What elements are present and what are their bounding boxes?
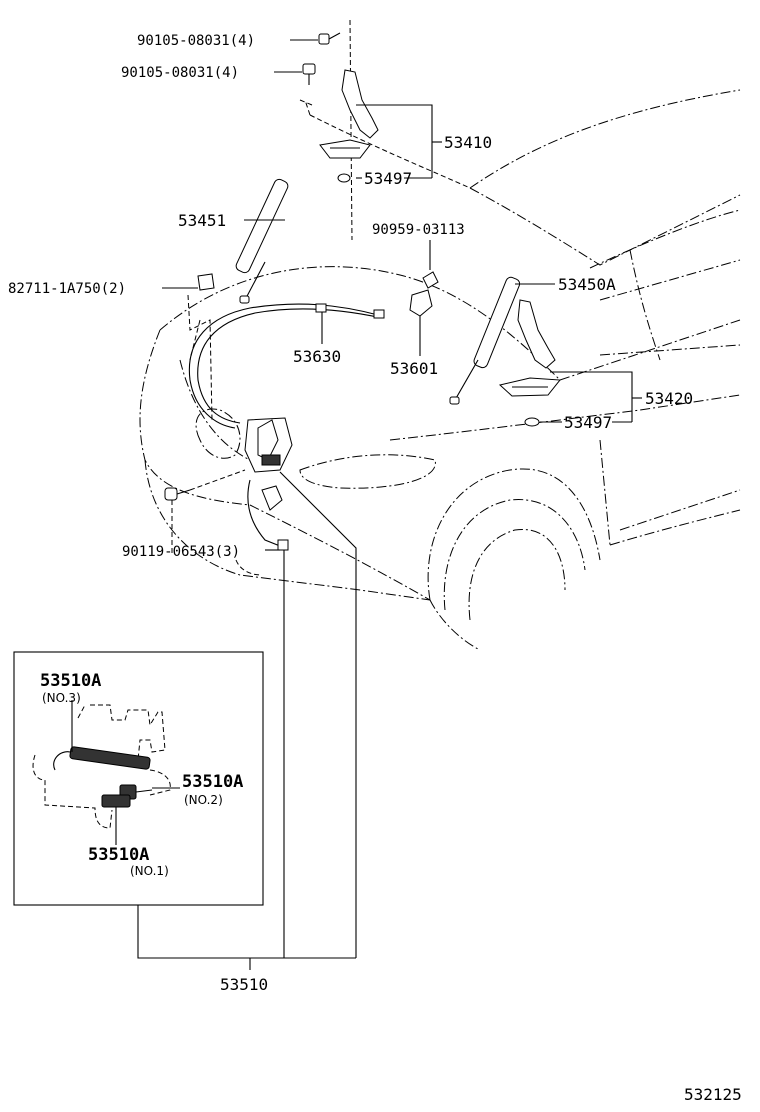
label-inset-no1: 53510A xyxy=(88,845,149,865)
label-inset-no1-sub: (NO.1) xyxy=(130,864,169,878)
cushion-right-part xyxy=(524,417,540,427)
hood-lock-part xyxy=(244,417,293,551)
car-body-outline xyxy=(139,19,741,651)
label-hinge-left: 53410 xyxy=(444,133,492,152)
inset-cable-no1 xyxy=(101,794,131,808)
label-screw: 90119-06543(3) xyxy=(122,544,240,560)
screw-part xyxy=(164,487,191,501)
bracket-part xyxy=(409,289,433,317)
bolt-upper-part xyxy=(318,32,341,45)
clamp-part xyxy=(197,273,215,291)
label-cushion-right: 53497 xyxy=(564,413,612,432)
bolt-lower-part xyxy=(302,63,316,85)
label-bolt-upper: 90105-08031(4) xyxy=(137,33,255,49)
parts xyxy=(164,32,561,576)
label-inset-no2-sub: (NO.2) xyxy=(184,793,223,807)
label-clip-top: 90959-03113 xyxy=(372,222,465,238)
label-inset-no2: 53510A xyxy=(182,772,243,792)
cable-clip-part xyxy=(315,303,327,313)
support-left-part xyxy=(235,178,289,304)
label-bolt-lower: 90105-08031(4) xyxy=(121,65,239,81)
inset-cable-no3 xyxy=(53,746,151,771)
hinge-right-part xyxy=(498,299,561,397)
hinge-left-part xyxy=(319,69,379,159)
cushion-left-part xyxy=(337,173,351,183)
clip-top-part xyxy=(422,271,439,289)
leader-lines xyxy=(137,39,642,970)
cable-part xyxy=(188,303,379,429)
label-support-right: 53450A xyxy=(558,275,616,294)
label-hinge-right: 53420 xyxy=(645,389,693,408)
label-cushion-left: 53497 xyxy=(364,169,412,188)
label-inset-no3: 53510A xyxy=(40,671,101,691)
label-inset-no3-sub: (NO.3) xyxy=(42,691,81,705)
label-lock-assy: 53510 xyxy=(220,975,268,994)
label-support-left: 53451 xyxy=(178,211,226,230)
label-cable: 53630 xyxy=(293,347,341,366)
support-right-part xyxy=(449,276,521,405)
label-diagram-code: 532125 xyxy=(684,1085,742,1104)
label-bracket: 53601 xyxy=(390,359,438,378)
label-clamp: 82711-1A750(2) xyxy=(8,281,126,297)
labels: 90105-08031(4) 90105-08031(4) 53410 5349… xyxy=(8,33,742,1104)
inset-box xyxy=(13,651,264,906)
